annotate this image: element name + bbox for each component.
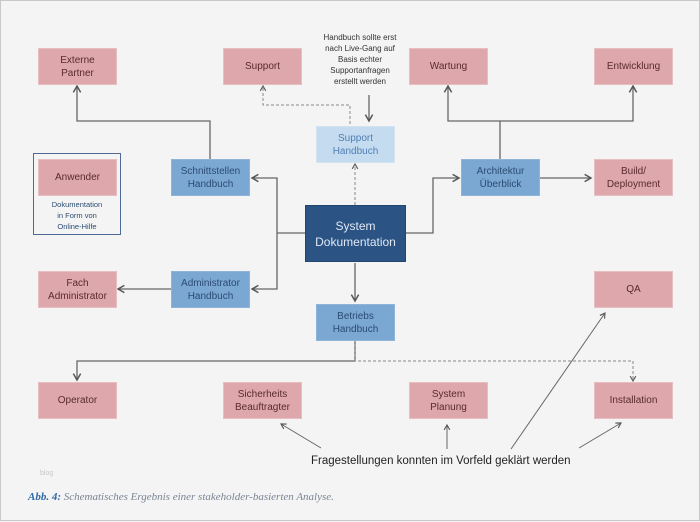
manual-administrator-handbuch: Administrator Handbuch [171, 271, 250, 308]
stakeholder-operator: Operator [38, 382, 117, 419]
manual-schnittstellen-handbuch: Schnittstellen Handbuch [171, 159, 250, 196]
stakeholder-label: Wartung [429, 61, 468, 72]
stakeholder-sicherheits-beauftragter: Sicherheits Beauftragter [223, 382, 302, 419]
figure-caption: Abb. 4: Schematisches Ergebnis einer sta… [28, 491, 334, 503]
stakeholder-entwicklung: Entwicklung [594, 48, 673, 85]
watermark: blog [40, 470, 54, 477]
stakeholder-label: Sicherheits Beauftragter [234, 388, 291, 413]
manual-architektur-ueberblick: Architektur Überblick [461, 159, 540, 196]
line-to-schnittstellen [250, 173, 278, 233]
dashed-betriebs-installation [354, 339, 637, 383]
line-note-sicherheit [280, 423, 322, 449]
center-system-dokumentation: System Dokumentation [305, 205, 406, 262]
line-note-qa [510, 312, 606, 450]
manual-label: Support Handbuch [332, 132, 379, 157]
manual-betriebs-handbuch: Betriebs Handbuch [316, 304, 395, 341]
stakeholder-anwender: Anwender [38, 159, 117, 196]
manual-label: Architektur Überblick [476, 165, 525, 190]
line-to-administrator [250, 233, 278, 294]
stakeholder-fach-administrator: Fach Administrator [38, 271, 117, 308]
line-center-architektur [406, 173, 461, 234]
line-betriebs-operator [72, 339, 356, 382]
stakeholder-label: Externe Partner [60, 54, 95, 79]
stakeholder-label: Anwender [54, 172, 101, 183]
stakeholder-label: Entwicklung [606, 61, 661, 72]
dashed-supporthb-support [259, 84, 351, 124]
line-to-entwicklung [500, 84, 638, 122]
stakeholder-wartung: Wartung [409, 48, 488, 85]
stakeholder-label: Fach Administrator [48, 277, 107, 302]
caption-label: Abb. 4: [28, 491, 61, 503]
stakeholder-label: Operator [57, 395, 98, 406]
stakeholder-label: System Planung [430, 388, 467, 413]
anwender-group-frame [33, 153, 121, 235]
line-note-installation [578, 422, 622, 449]
center-label: System Dokumentation [315, 218, 396, 249]
caption-text: Schematisches Ergebnis einer stakeholder… [61, 491, 334, 503]
line-to-wartung [443, 84, 500, 122]
stakeholder-system-planung: System Planung [409, 382, 488, 419]
stakeholder-installation: Installation [594, 382, 673, 419]
support-handbuch-note: Handbuch sollte erst nach Live-Gang auf … [323, 33, 397, 86]
stakeholder-label: Build/ Deployment [606, 165, 661, 190]
manual-label: Administrator Handbuch [181, 277, 240, 302]
stakeholder-label: Support [244, 61, 281, 72]
stakeholder-qa: QA [594, 271, 673, 308]
manual-label: Schnittstellen Handbuch [180, 165, 241, 190]
stakeholder-label: QA [626, 284, 641, 295]
anwender-documentation-note: Dokumentation in Form von Online-Hilfe [51, 200, 103, 231]
bottom-note: Fragestellungen konnten im Vorfeld geklä… [311, 455, 571, 467]
stakeholder-support: Support [223, 48, 302, 85]
stakeholder-externe-partner: Externe Partner [38, 48, 117, 85]
line-schnittstellen-externe [72, 84, 211, 159]
manual-label: Betriebs Handbuch [332, 310, 379, 335]
stakeholder-build-deployment: Build/ Deployment [594, 159, 673, 196]
manual-support-handbuch: Support Handbuch [316, 126, 395, 163]
stakeholder-label: Installation [609, 395, 658, 406]
